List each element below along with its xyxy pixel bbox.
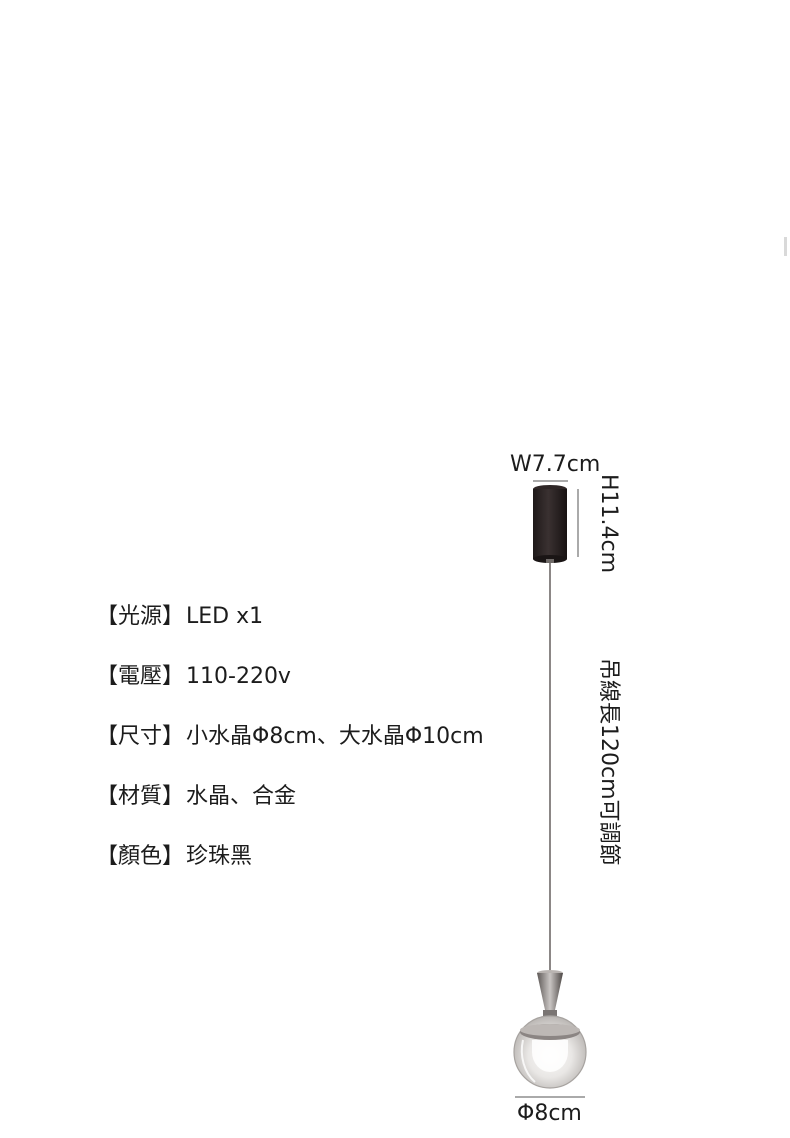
spec-value: 水晶、合金 — [186, 784, 297, 809]
spec-value: LED x1 — [186, 604, 264, 629]
spec-label: 【顏色】 — [96, 844, 185, 869]
spec-size: 【尺寸】小水晶Φ8cm、大水晶Φ10cm — [96, 722, 484, 752]
edge-mark — [784, 237, 787, 256]
spec-light-source: 【光源】LED x1 — [96, 602, 484, 632]
spec-label: 【光源】 — [96, 604, 185, 629]
spec-label: 【材質】 — [96, 784, 185, 809]
spec-label: 【尺寸】 — [96, 724, 185, 749]
spec-color: 【顏色】珍珠黑 — [96, 842, 484, 872]
canopy — [533, 485, 567, 563]
spec-value: 小水晶Φ8cm、大水晶Φ10cm — [186, 724, 484, 749]
spec-material: 【材質】水晶、合金 — [96, 782, 484, 812]
globe-diameter-label: Φ8cm — [517, 1101, 582, 1126]
spec-label: 【電壓】 — [96, 664, 185, 689]
spec-voltage: 【電壓】110-220v — [96, 662, 484, 692]
glass-globe — [513, 1015, 587, 1089]
spec-value: 珍珠黑 — [186, 844, 253, 869]
spec-list: 【光源】LED x1 【電壓】110-220v 【尺寸】小水晶Φ8cm、大水晶Φ… — [96, 602, 484, 902]
spec-value: 110-220v — [186, 664, 291, 689]
cord-length-note: 吊線長120cm可調節 — [596, 658, 621, 866]
canopy-width-label: W7.7cm — [510, 452, 601, 477]
canopy-height-label: H11.4cm — [596, 474, 621, 574]
cone-fitting — [537, 970, 563, 1018]
